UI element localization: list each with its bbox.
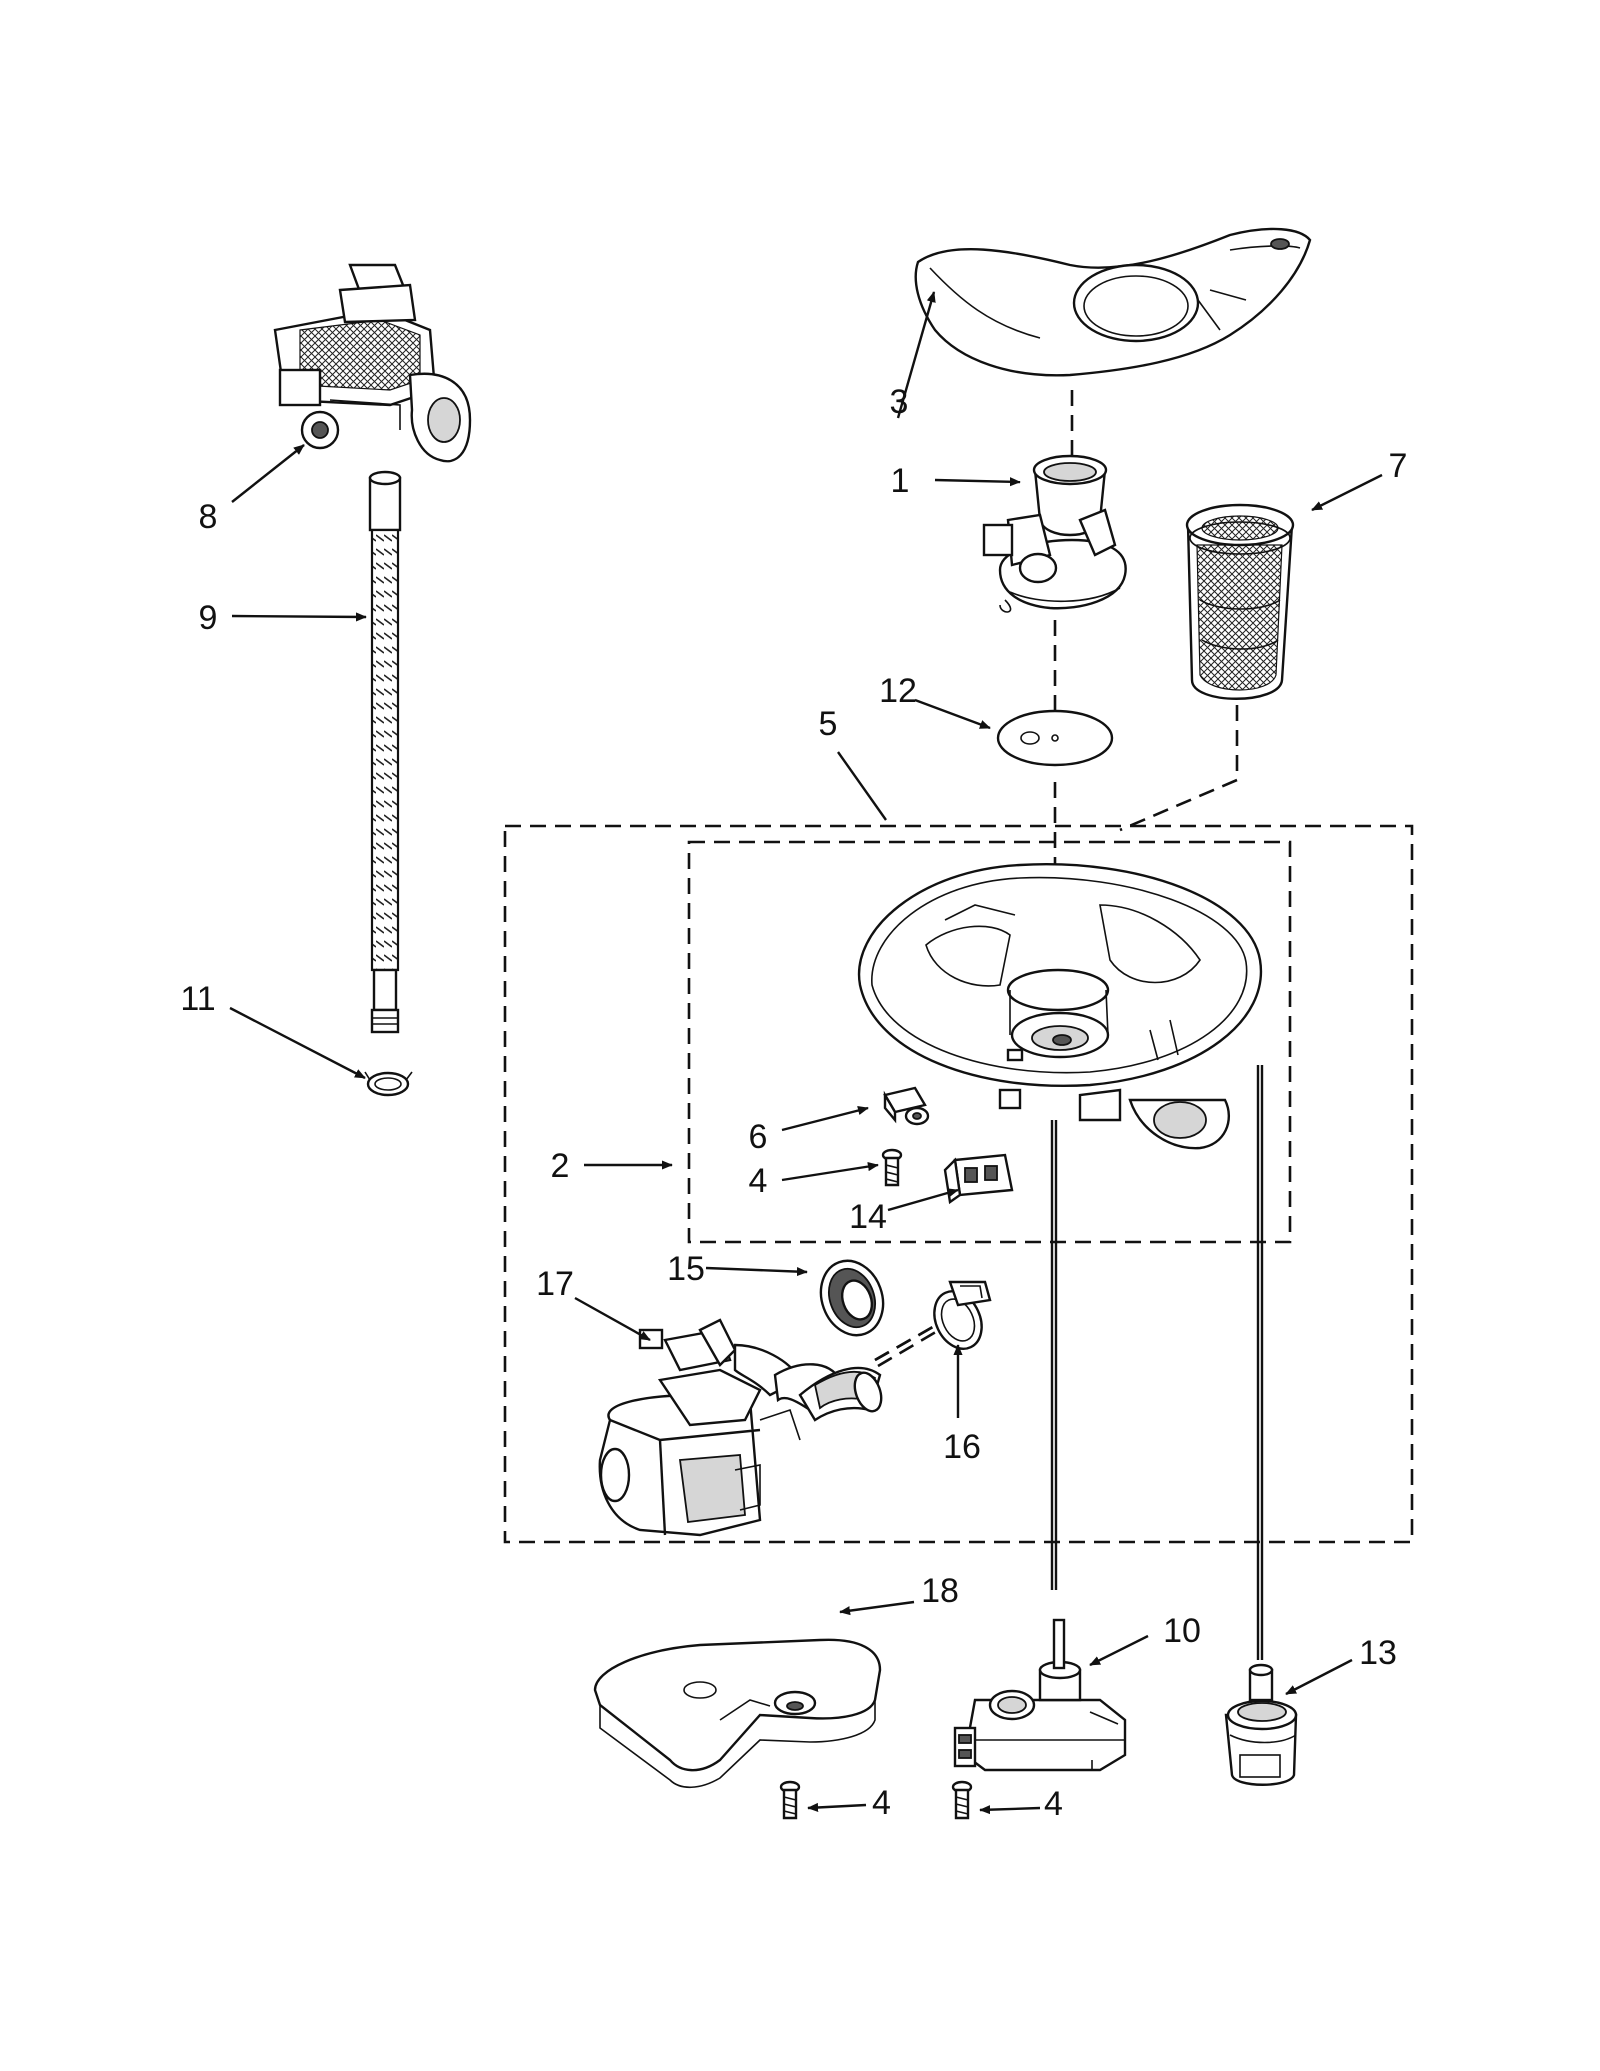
callout-labels: 1 2 3 4 4 4 5 6 7 8 9 10 11 12 13 14 15 … xyxy=(180,383,1407,1823)
part-4-screw-left xyxy=(779,1780,801,1820)
callout-4-lower-left: 4 xyxy=(872,1784,891,1822)
callout-12: 12 xyxy=(879,672,917,710)
part-1-filter-housing xyxy=(982,454,1127,613)
callout-4-lower-right: 4 xyxy=(1044,1785,1063,1823)
callout-9: 9 xyxy=(199,599,218,637)
callout-7: 7 xyxy=(1389,447,1408,485)
callout-5: 5 xyxy=(819,705,838,743)
callout-17: 17 xyxy=(536,1265,574,1303)
part-7-filter-mesh xyxy=(1185,503,1295,700)
part-4-screw-upper xyxy=(881,1148,903,1187)
assembly-boundary-inner xyxy=(687,840,1292,1244)
callout-13: 13 xyxy=(1359,1634,1397,1672)
part-8-drain-pump xyxy=(273,263,472,463)
callout-18: 18 xyxy=(921,1572,959,1610)
callout-8: 8 xyxy=(199,498,218,536)
callout-3: 3 xyxy=(890,383,909,421)
part-13-sensor-valve xyxy=(1224,1663,1298,1786)
leader-lines xyxy=(229,291,1383,1815)
part-15-seal xyxy=(819,1259,885,1337)
callout-10: 10 xyxy=(1163,1612,1201,1650)
callout-14: 14 xyxy=(849,1198,887,1236)
part-2-sump xyxy=(857,863,1263,1150)
part-6-sensor xyxy=(883,1086,930,1126)
callout-2: 2 xyxy=(551,1147,570,1185)
part-4-screw-right xyxy=(951,1780,973,1820)
callout-15: 15 xyxy=(667,1250,705,1288)
callout-1: 1 xyxy=(891,462,910,500)
callout-16: 16 xyxy=(943,1428,981,1466)
part-11-hose-clamp xyxy=(364,1071,413,1097)
part-9-drain-hose xyxy=(368,470,402,1034)
callout-6: 6 xyxy=(749,1118,768,1156)
part-10-diverter-motor xyxy=(953,1618,1127,1772)
part-16-clamp xyxy=(933,1280,992,1350)
callout-11: 11 xyxy=(180,980,215,1018)
part-12-disc xyxy=(996,709,1114,767)
part-3-spray-deflector xyxy=(914,227,1312,377)
callout-4-upper: 4 xyxy=(749,1162,768,1200)
assembly-boundary-outer xyxy=(503,824,1414,1544)
part-17-circulation-pump xyxy=(598,1318,883,1537)
part-18-base-cover xyxy=(593,1638,882,1789)
part-14-connector xyxy=(943,1153,1014,1205)
